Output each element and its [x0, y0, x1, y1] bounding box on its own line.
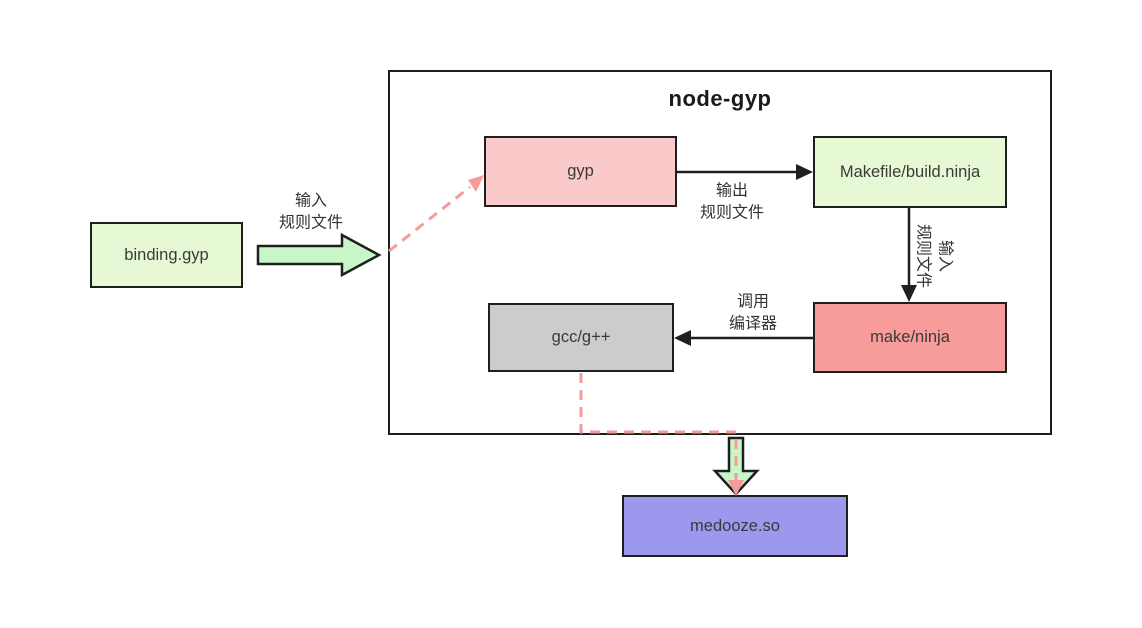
block-arrow-input: [256, 232, 382, 278]
edge-label-output-rules: 输出 规则文件: [699, 182, 765, 221]
node-binding-gyp-label: binding.gyp: [124, 245, 209, 264]
node-make-ninja: make/ninja: [813, 302, 1007, 373]
node-medooze-so: medooze.so: [622, 495, 848, 557]
node-makefile-label: Makefile/build.ninja: [839, 162, 981, 181]
node-medooze-label: medooze.so: [690, 516, 780, 535]
node-binding-gyp: binding.gyp: [90, 222, 243, 288]
block-arrow-output: [712, 436, 760, 496]
container-title: node-gyp: [668, 86, 772, 111]
edge-label-invoke-compiler: 调用 编译器: [728, 293, 778, 332]
node-gyp-label: gyp: [567, 162, 594, 180]
node-makefile-build-ninja: Makefile/build.ninja: [813, 136, 1007, 208]
node-gcc-label: gcc/g++: [551, 328, 611, 346]
edge-label-input-rules-vertical: 输入 规则文件: [915, 223, 954, 289]
node-gcc: gcc/g++: [488, 303, 674, 372]
edge-label-input-rules-left: 输入 规则文件: [278, 192, 344, 231]
node-gyp: gyp: [484, 136, 677, 207]
node-make-ninja-label: make/ninja: [870, 328, 950, 346]
